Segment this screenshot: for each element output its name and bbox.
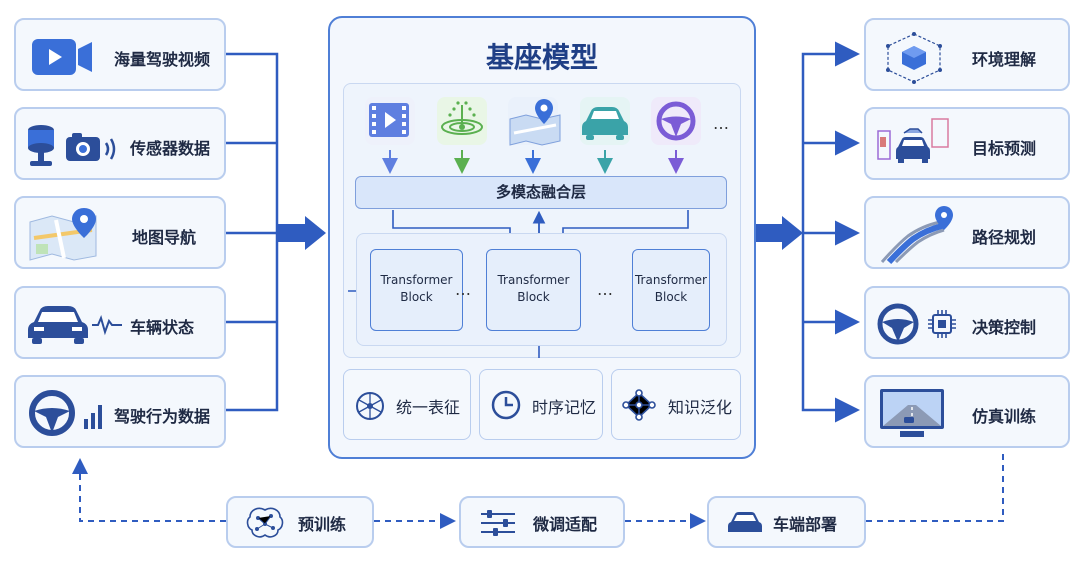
steering-modality-icon [651, 97, 701, 145]
transformer-block-sublabel: Block [517, 290, 550, 304]
output-card-target-prediction: 目标预测 [864, 107, 1070, 180]
road-path-icon [880, 206, 953, 265]
input-card-sensor: 传感器数据 [14, 107, 226, 180]
model-title: 基座模型 [485, 41, 598, 74]
chip-icon [928, 310, 956, 338]
car-icon [28, 306, 88, 344]
pulse-wave-icon [92, 315, 122, 336]
input-card-video: 海量驾驶视频 [14, 18, 226, 91]
object-tracking-icon [877, 118, 949, 163]
clock-icon [491, 390, 521, 420]
feature-label: 知识泛化 [668, 398, 733, 417]
output-card-simulation: 仿真训练 [864, 375, 1070, 448]
output-card-path-planning: 路径规划 [864, 196, 1070, 269]
input-label-sensor: 传感器数据 [130, 139, 211, 158]
feature-temporal-memory: 时序记忆 [479, 369, 603, 440]
transformer-ellipsis-2: … [597, 280, 613, 299]
graph-nodes-icon [622, 389, 656, 421]
map-pin-icon [29, 208, 97, 261]
transformer-block-label: Transformer [497, 273, 570, 287]
car-icon [728, 512, 762, 532]
transformer-block-sublabel: Block [654, 290, 688, 304]
output-label-simulation: 仿真训练 [972, 407, 1037, 426]
steering-wheel-icon [29, 390, 75, 436]
lidar-sensor-icon [28, 125, 54, 166]
input-label-map: 地图导航 [132, 228, 197, 247]
pipeline-label: 车端部署 [773, 515, 838, 534]
feature-knowledge-generalization: 知识泛化 [611, 369, 741, 440]
3d-cube-icon [886, 32, 942, 84]
input-label-vehicle-state: 车辆状态 [130, 318, 195, 337]
output-label-target-prediction: 目标预测 [972, 139, 1037, 158]
output-card-environment: 环境理解 [864, 18, 1070, 91]
steering-wheel-icon [877, 303, 919, 345]
pipeline-label: 预训练 [298, 515, 347, 534]
transformer-block-1: Transformer Block [370, 249, 463, 331]
pipeline-label: 微调适配 [533, 515, 598, 534]
fusion-layer: 多模态融合层 [355, 176, 727, 209]
car-modality-icon [580, 97, 630, 145]
camera-icon [66, 133, 116, 161]
input-card-map: 地图导航 [14, 196, 226, 269]
transformer-block-2: Transformer Block [486, 249, 581, 331]
input-card-vehicle-state: 车辆状态 [14, 286, 226, 359]
video-modality-icon [365, 97, 415, 145]
sliders-icon [481, 510, 515, 536]
pipeline-pretrain: 预训练 [226, 496, 374, 548]
bar-chart-icon [84, 405, 102, 429]
pipeline-finetune: 微调适配 [459, 496, 625, 548]
pipeline-deploy: 车端部署 [707, 496, 866, 548]
output-label-decision-control: 决策控制 [972, 318, 1037, 337]
output-card-decision-control: 决策控制 [864, 286, 1070, 359]
feature-label: 时序记忆 [532, 398, 597, 417]
brain-icon [246, 507, 284, 538]
feature-unified-representation: 统一表征 [343, 369, 471, 440]
input-label-driving-behavior: 驾驶行为数据 [114, 407, 211, 426]
output-label-environment: 环境理解 [972, 50, 1037, 69]
simulation-monitor-icon [880, 389, 944, 437]
transformer-ellipsis-1: … [455, 280, 471, 299]
transformer-block-3: Transformer Block [632, 249, 710, 331]
video-camera-icon [32, 39, 92, 75]
radar-modality-icon [437, 97, 487, 145]
transformer-block-sublabel: Block [400, 290, 433, 304]
feature-label: 统一表征 [396, 398, 461, 417]
modality-ellipsis: … [713, 114, 729, 133]
map-modality-icon [508, 97, 561, 146]
output-label-path-planning: 路径规划 [972, 228, 1037, 247]
brain-network-icon [356, 392, 384, 420]
transformer-block-label: Transformer [380, 273, 453, 287]
input-label-video: 海量驾驶视频 [114, 50, 211, 69]
transformer-block-label: Transformer [634, 273, 707, 287]
input-card-driving-behavior: 驾驶行为数据 [14, 375, 226, 448]
